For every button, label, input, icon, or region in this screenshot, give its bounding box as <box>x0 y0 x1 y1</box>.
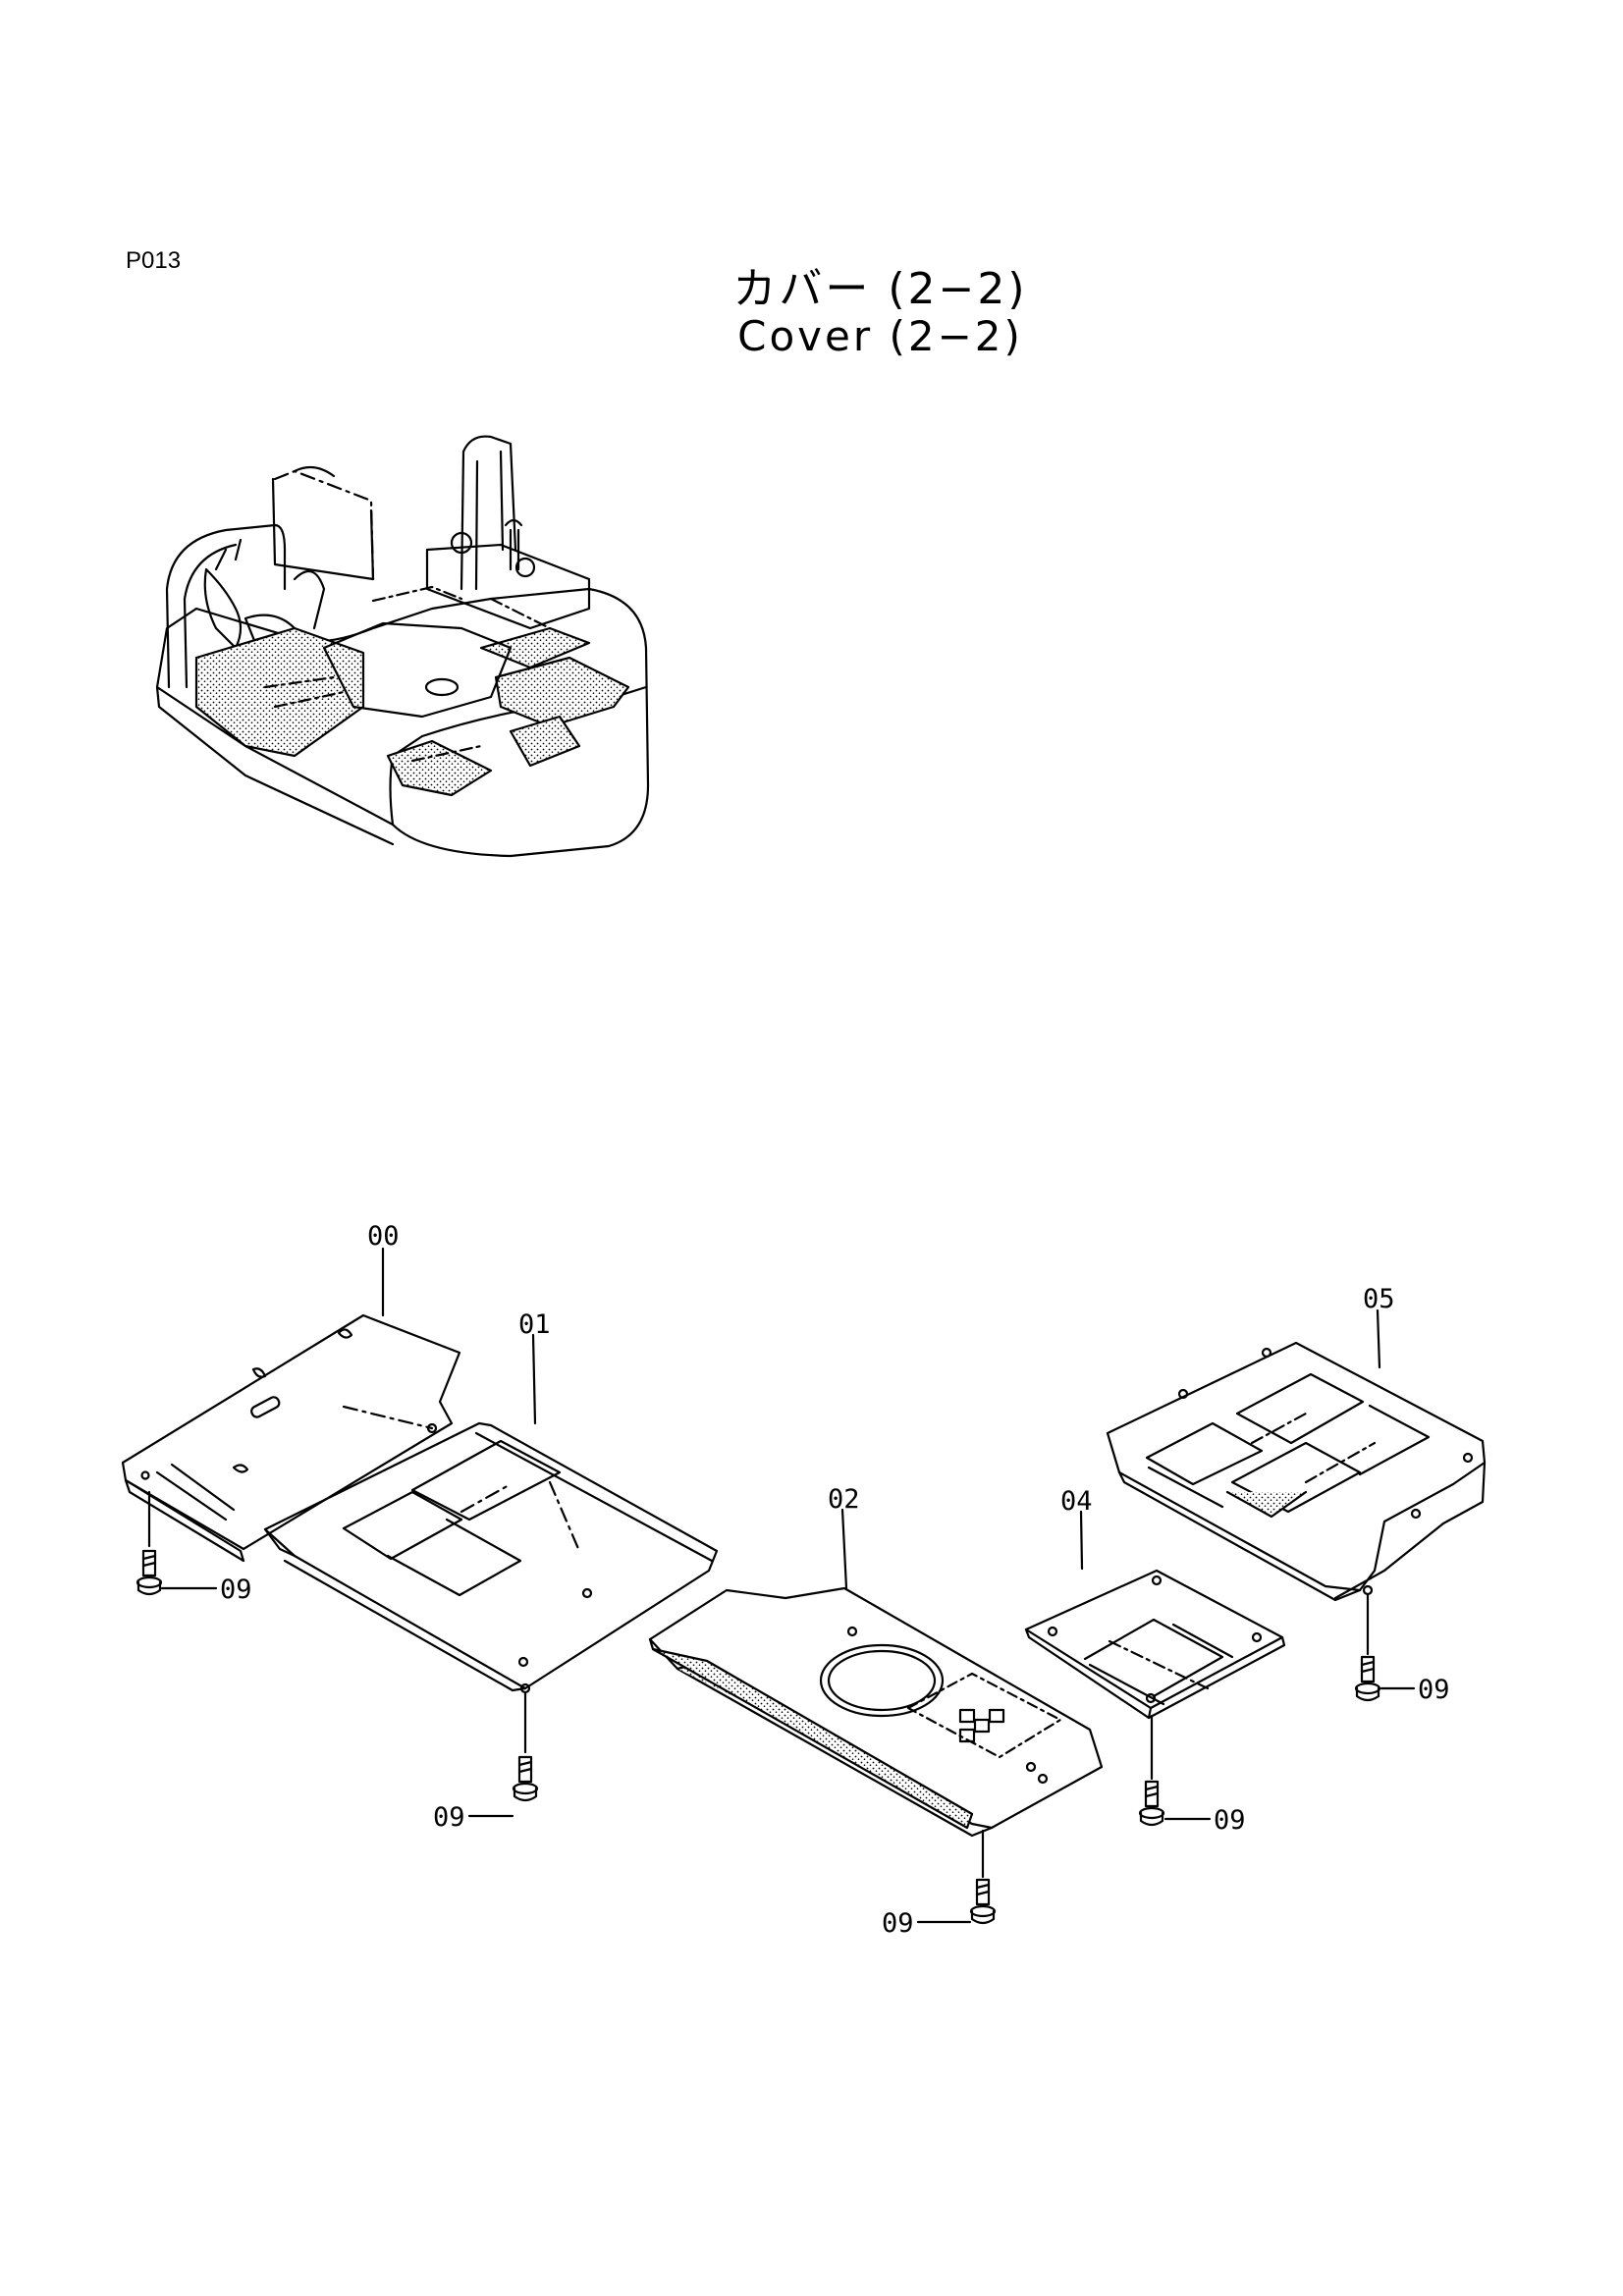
title-english: Cover (2−2) <box>737 312 1023 360</box>
bolt-09-b <box>467 1691 539 1818</box>
callout-01: 01 <box>518 1309 551 1340</box>
part-05-cover-plate <box>1106 1308 1487 1602</box>
title-japanese: カバー (2−2) <box>732 264 1028 314</box>
machine-overview-illustration <box>155 435 650 858</box>
page-code: P013 <box>126 247 182 274</box>
callout-09-c: 09 <box>882 1908 914 1939</box>
bolt-09-c <box>916 1829 997 1925</box>
callout-09-e: 09 <box>1418 1675 1450 1705</box>
callout-09-b: 09 <box>433 1802 465 1833</box>
bolt-09-d <box>1138 1714 1212 1827</box>
bolt-09-a <box>135 1490 218 1596</box>
callout-09-a: 09 <box>220 1575 252 1605</box>
callout-00: 00 <box>367 1221 400 1252</box>
part-04-small-cover <box>1024 1510 1286 1720</box>
part-02-center-cover <box>648 1508 1104 1838</box>
callout-04: 04 <box>1060 1486 1093 1517</box>
callout-09-d: 09 <box>1214 1805 1246 1836</box>
part-00-cover-plate <box>121 1247 461 1563</box>
callout-02: 02 <box>828 1484 860 1515</box>
part-01-cover-plate <box>263 1333 719 1694</box>
callout-05: 05 <box>1363 1284 1395 1314</box>
bolt-09-e <box>1354 1593 1416 1702</box>
